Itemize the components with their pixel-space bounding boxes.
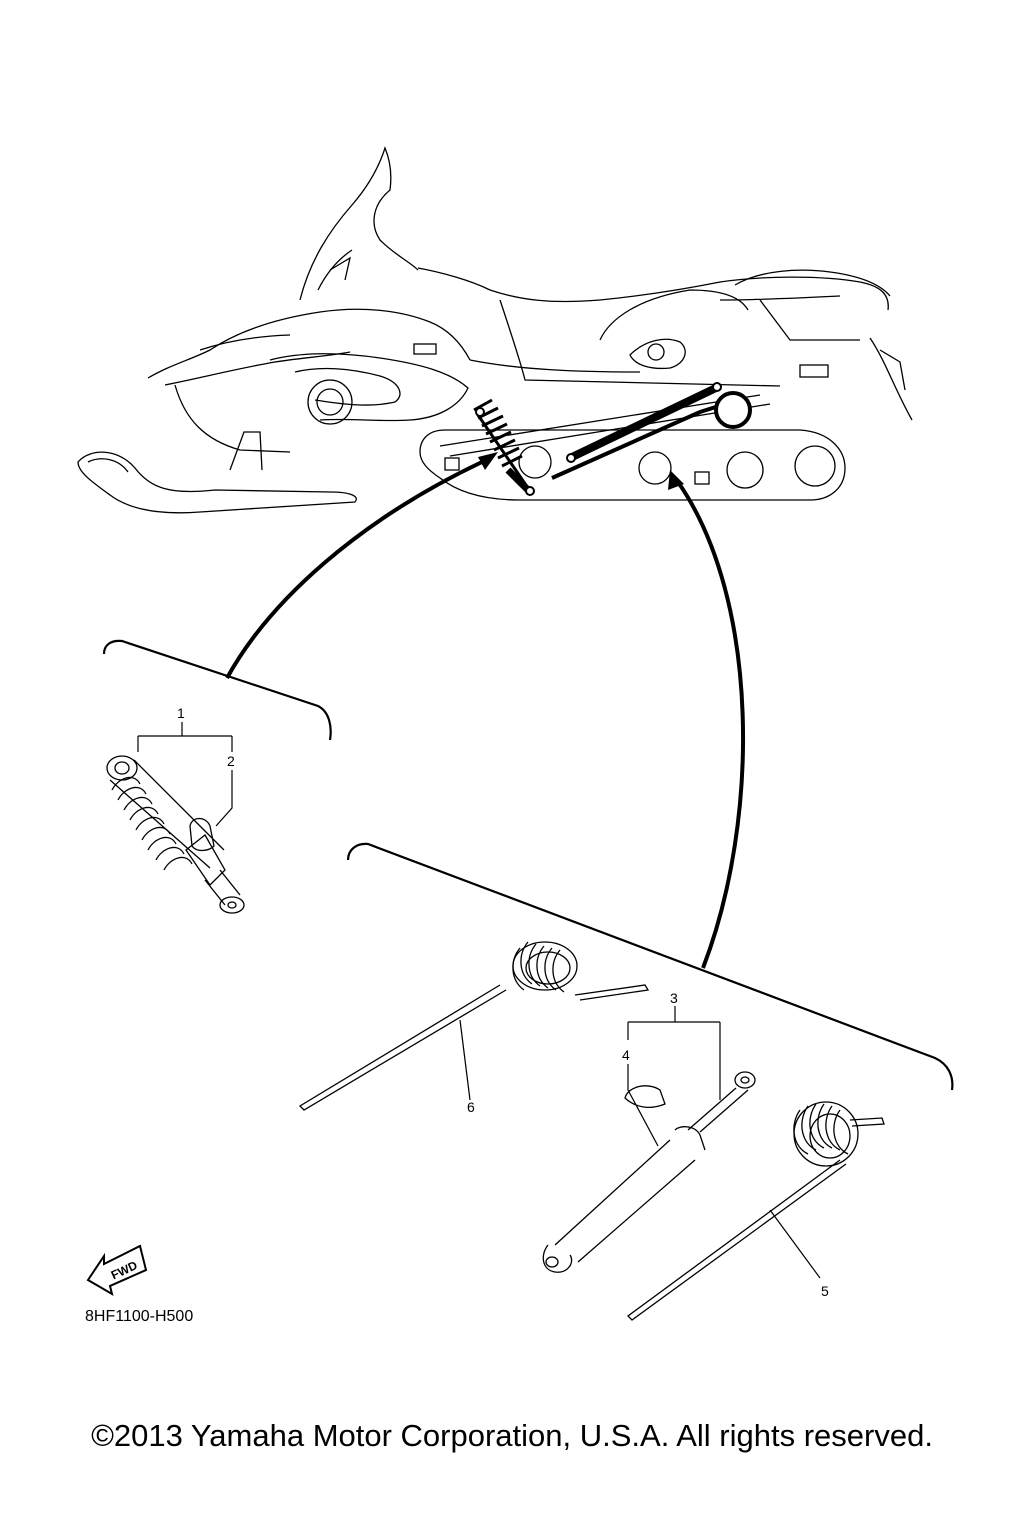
part-rear-shock-absorber: [542, 1071, 756, 1273]
diagram-code: 8HF1100-H500: [85, 1308, 194, 1325]
sled-front-shock: [473, 398, 535, 496]
callout-6: 6: [467, 1099, 475, 1115]
front-group-bracket: [102, 639, 332, 741]
leader-lines-1-2: [137, 722, 233, 827]
fwd-arrow-icon: FWD: [86, 1244, 148, 1297]
leader-lines-3-4: [627, 1006, 721, 1147]
callout-1: 1: [177, 705, 185, 721]
snowmobile-illustration: [77, 146, 913, 514]
part-spring-6: [298, 941, 650, 1111]
sled-rear-shock: [551, 382, 752, 480]
callout-5: 5: [821, 1283, 829, 1299]
rear-group-bracket: [346, 842, 954, 1091]
arrow-front-shock: [225, 452, 498, 679]
callout-3: 3: [670, 990, 678, 1006]
callout-4: 4: [622, 1047, 630, 1063]
callout-2: 2: [227, 753, 235, 769]
arrow-rear-shock: [668, 470, 745, 969]
part-front-shock-absorber: [106, 755, 245, 914]
copyright-notice: ©2013 Yamaha Motor Corporation, U.S.A. A…: [91, 1418, 933, 1453]
part-spring-5: [627, 1101, 885, 1321]
